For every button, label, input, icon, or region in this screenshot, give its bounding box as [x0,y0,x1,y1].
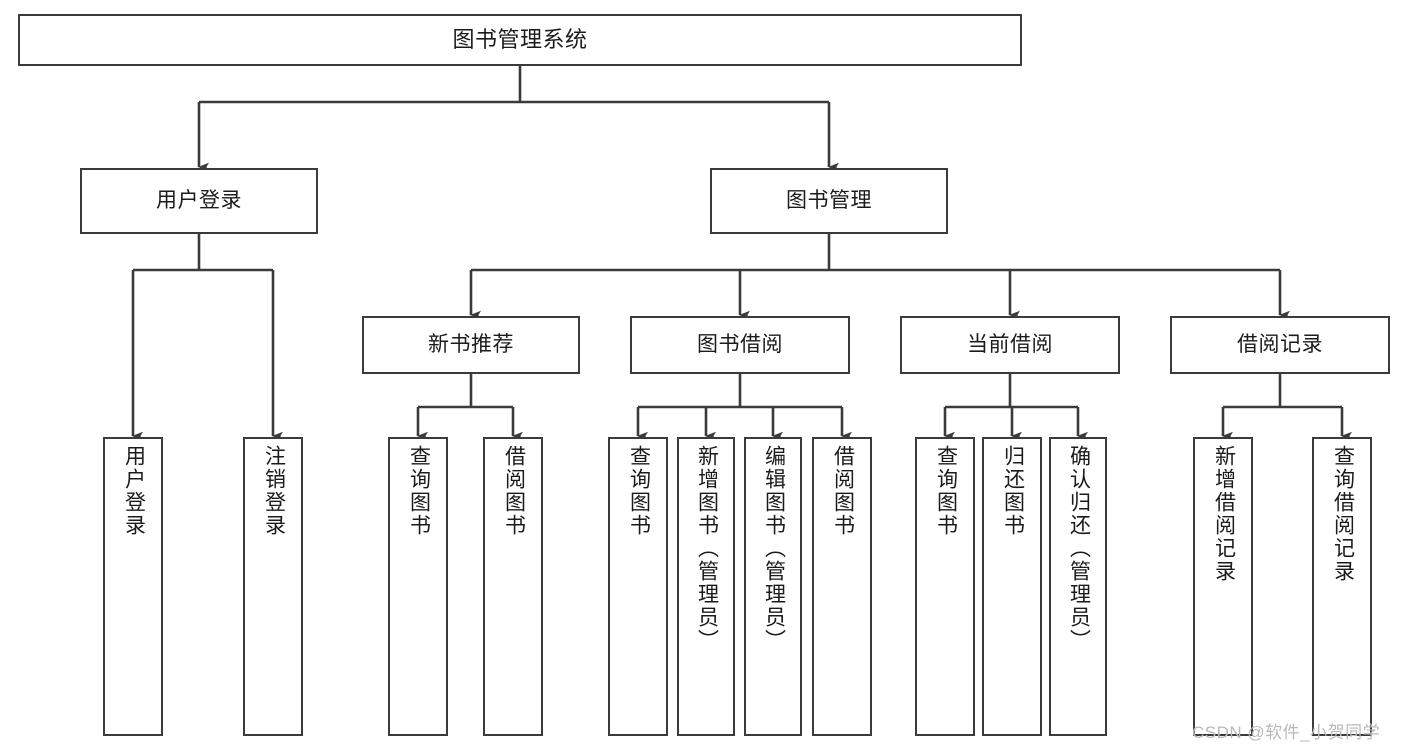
node-leaf11[interactable]: 确认归还（管理员） [1049,437,1107,736]
node-leaf7[interactable]: 编辑图书（管理员） [744,437,802,736]
csdn-watermark: CSDN @软件_小贺同学 [1192,723,1381,742]
node-leaf6[interactable]: 新增图书（管理员） [677,437,735,736]
node-leaf1[interactable]: 用户登录 [103,437,163,736]
node-label-leaf6: 新增图书（管理员） [695,445,719,652]
node-leaf5[interactable]: 查询图书 [608,437,668,736]
node-newbook[interactable]: 新书推荐 [362,316,580,374]
node-leaf13[interactable]: 查询借阅记录 [1312,437,1372,736]
node-label-leaf3: 查询图书 [407,445,431,537]
node-leaf3[interactable]: 查询图书 [388,437,448,736]
node-login[interactable]: 用户登录 [80,168,318,234]
node-records[interactable]: 借阅记录 [1170,316,1390,374]
node-current[interactable]: 当前借阅 [900,316,1120,374]
node-bookmgmt[interactable]: 图书管理 [710,168,948,234]
node-label-leaf7: 编辑图书（管理员） [762,445,786,652]
node-leaf4[interactable]: 借阅图书 [483,437,543,736]
node-leaf8[interactable]: 借阅图书 [812,437,872,736]
node-label-leaf1: 用户登录 [122,445,146,537]
node-label-leaf10: 归还图书 [1001,445,1025,537]
node-label-leaf9: 查询图书 [934,445,958,537]
node-label-borrow: 图书借阅 [697,332,783,356]
node-label-leaf13: 查询借阅记录 [1331,445,1355,583]
node-label-leaf4: 借阅图书 [502,445,526,537]
node-label-leaf12: 新增借阅记录 [1212,445,1236,583]
node-label-current: 当前借阅 [967,332,1053,356]
node-label-leaf5: 查询图书 [627,445,651,537]
node-leaf9[interactable]: 查询图书 [915,437,975,736]
node-label-leaf2: 注销登录 [262,445,286,537]
node-label-leaf11: 确认归还（管理员） [1067,445,1091,652]
node-borrow[interactable]: 图书借阅 [630,316,850,374]
node-label-bookmgmt: 图书管理 [786,188,872,212]
node-label-leaf8: 借阅图书 [831,445,855,537]
node-leaf10[interactable]: 归还图书 [982,437,1042,736]
node-leaf2[interactable]: 注销登录 [243,437,303,736]
node-leaf12[interactable]: 新增借阅记录 [1193,437,1253,736]
node-root[interactable]: 图书管理系统 [18,14,1022,66]
node-label-login: 用户登录 [156,188,242,212]
node-label-root: 图书管理系统 [452,27,588,53]
node-label-records: 借阅记录 [1237,332,1323,356]
node-label-newbook: 新书推荐 [428,332,514,356]
